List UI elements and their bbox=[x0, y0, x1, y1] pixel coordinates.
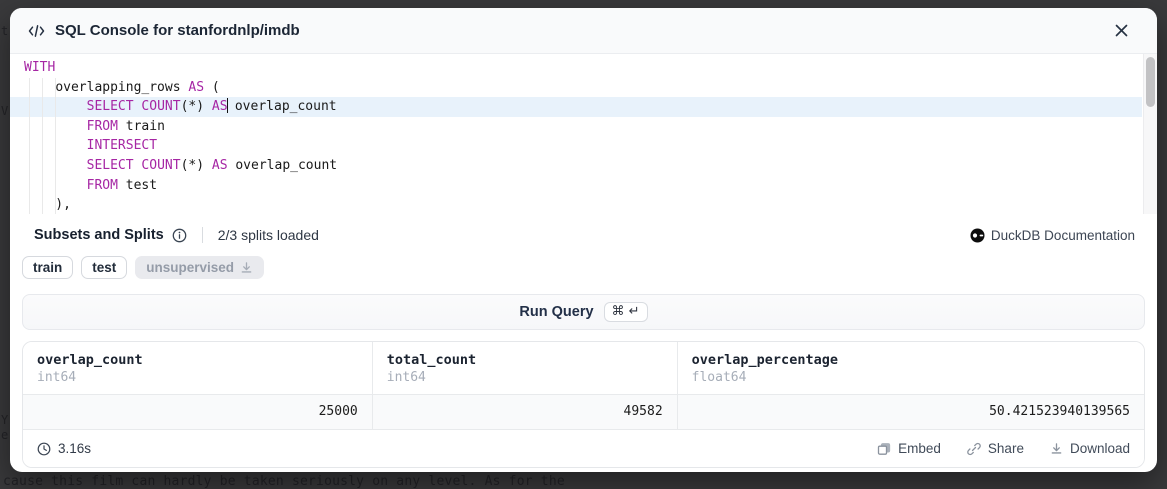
column-type: int64 bbox=[386, 370, 426, 385]
background-fragment: e bbox=[1, 428, 9, 442]
embed-button[interactable]: Embed bbox=[877, 441, 941, 456]
result-actions: Embed Share Download bbox=[877, 441, 1130, 456]
duckdb-documentation-label: DuckDB Documentation bbox=[990, 227, 1135, 243]
download-button[interactable]: Download bbox=[1050, 441, 1130, 456]
cell-total_count: 49582 bbox=[373, 395, 678, 429]
share-button[interactable]: Share bbox=[967, 441, 1024, 456]
elapsed-time: 3.16s bbox=[37, 441, 91, 456]
elapsed-time-value: 3.16s bbox=[58, 441, 92, 456]
results-footer: 3.16s Embed Share Download bbox=[23, 430, 1144, 467]
indent-guide bbox=[55, 78, 56, 214]
duckdb-documentation-link[interactable]: DuckDB Documentation bbox=[970, 228, 1135, 243]
split-pill-label: train bbox=[33, 260, 63, 275]
text-caret bbox=[226, 98, 229, 114]
cell-overlap_count: 25000 bbox=[23, 395, 373, 429]
splits-heading: Subsets and Splits bbox=[34, 227, 164, 243]
split-pills-row: train test unsupervised bbox=[22, 254, 1135, 281]
split-pill-test[interactable]: test bbox=[81, 256, 128, 279]
column-header-overlap_count: overlap_count int64 bbox=[23, 342, 373, 394]
modal-header: SQL Console for stanfordnlp/imdb bbox=[10, 8, 1157, 54]
background-fragment: Y bbox=[1, 413, 9, 427]
column-name: overlap_count bbox=[37, 352, 143, 368]
modal-title: SQL Console for stanfordnlp/imdb bbox=[55, 22, 300, 39]
sql-editor[interactable]: WITH overlapping_rows AS ( SELECT COUNT(… bbox=[10, 54, 1157, 214]
code-line: INTERSECT bbox=[86, 138, 158, 154]
action-label: Embed bbox=[898, 441, 941, 456]
keyboard-shortcut-badge: ⌘ ↵ bbox=[603, 302, 648, 322]
info-circle-icon[interactable] bbox=[172, 228, 187, 243]
split-pill-train[interactable]: train bbox=[22, 256, 74, 279]
splits-info-group: Subsets and Splits 2/3 splits loaded bbox=[34, 227, 319, 243]
column-name: overlap_percentage bbox=[691, 352, 838, 368]
background-fragment: t bbox=[1, 24, 9, 38]
splits-loaded-status: 2/3 splits loaded bbox=[217, 227, 319, 243]
embed-icon bbox=[877, 442, 891, 456]
code-line: SELECT COUNT(*) AS overlap_count bbox=[10, 97, 1142, 117]
split-pill-label: unsupervised bbox=[146, 260, 235, 275]
split-pill-label: test bbox=[92, 260, 117, 275]
code-line: FROM train bbox=[86, 118, 165, 134]
duckdb-logo-icon bbox=[970, 228, 985, 243]
column-header-total_count: total_count int64 bbox=[373, 342, 678, 394]
sql-console-modal: SQL Console for stanfordnlp/imdb WITH ov… bbox=[10, 8, 1157, 472]
indent-guide bbox=[42, 78, 43, 214]
column-type: int64 bbox=[37, 370, 77, 385]
run-query-label: Run Query bbox=[519, 304, 594, 320]
close-icon[interactable] bbox=[1110, 19, 1133, 42]
split-pill-unsupervised[interactable]: unsupervised bbox=[135, 256, 265, 279]
cell-overlap_percentage: 50.421523940139565 bbox=[989, 404, 1130, 419]
share-icon bbox=[967, 442, 981, 456]
scrollbar-thumb[interactable] bbox=[1146, 57, 1155, 107]
code-line: ), bbox=[24, 197, 71, 213]
column-type: float64 bbox=[691, 370, 747, 385]
action-label: Share bbox=[987, 441, 1024, 456]
indent-guide bbox=[29, 78, 30, 214]
column-header-overlap_percentage: overlap_percentage float64 bbox=[678, 342, 1144, 394]
code-line: overlapping_rows AS ( bbox=[55, 79, 220, 95]
code-line: FROM test bbox=[86, 177, 158, 193]
run-query-button[interactable]: Run Query ⌘ ↵ bbox=[22, 294, 1145, 330]
divider bbox=[201, 227, 203, 243]
column-name: total_count bbox=[386, 352, 477, 368]
clock-icon bbox=[37, 442, 51, 456]
code-line: WITH bbox=[24, 60, 56, 75]
download-icon bbox=[1050, 442, 1063, 455]
download-icon bbox=[240, 261, 253, 274]
splits-row: Subsets and Splits 2/3 splits loaded Duc… bbox=[22, 223, 1135, 247]
action-label: Download bbox=[1069, 441, 1130, 456]
code-content: WITH overlapping_rows AS ( SELECT COUNT(… bbox=[10, 54, 1142, 214]
code-line: SELECT COUNT(*) AS overlap_count bbox=[86, 157, 338, 173]
background-fragment: V bbox=[1, 104, 9, 118]
background-dimmed-text: cause this film can hardly be taken seri… bbox=[3, 474, 565, 489]
code-tag-icon bbox=[28, 24, 45, 38]
editor-scrollbar[interactable] bbox=[1143, 54, 1157, 214]
